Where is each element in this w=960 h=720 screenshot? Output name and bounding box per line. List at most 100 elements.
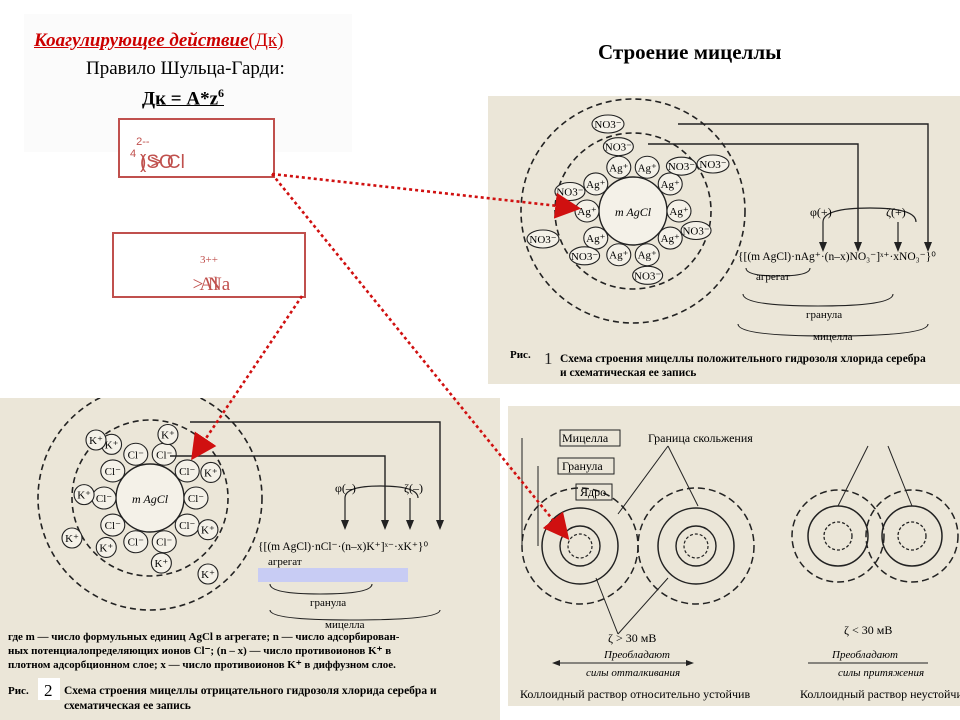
ag-ion-shape	[657, 172, 683, 196]
k-outer-ion: K⁺	[201, 569, 215, 581]
micelle-label: мицелла	[325, 619, 365, 631]
cl-ion: Cl⁻	[179, 466, 195, 478]
k-ion: K⁺	[105, 439, 119, 451]
negative-micelle-diagram: m AgCl Cl⁻Cl⁻Cl⁻Cl⁻Cl⁻Cl⁻Cl⁻Cl⁻Cl⁻Cl⁻ K⁺…	[8, 398, 444, 712]
cl-ion-shape	[100, 459, 126, 483]
unstable-solution-label: Коллоидный раствор неустойчив	[800, 687, 960, 701]
coagulation-formula: Дк = A*z6	[142, 86, 224, 110]
k-outer-ion-shape	[197, 563, 219, 585]
aggregate-label: агрегат	[268, 556, 302, 568]
ag-ion: Ag⁺	[638, 250, 657, 262]
figure-caption-continued: схематическая ее запись	[64, 700, 191, 712]
arrow-to-negative-micelle	[191, 295, 304, 461]
k-ion: K⁺	[154, 558, 168, 570]
cl-ion-shape	[123, 530, 149, 554]
ag-ion-ring: Ag⁺Ag⁺Ag⁺Ag⁺Ag⁺Ag⁺Ag⁺Ag⁺Ag⁺Ag⁺	[574, 155, 692, 267]
phi-plus-label: φ(+)	[810, 205, 832, 219]
aggregate-label: агрегат	[756, 271, 790, 283]
figure-number: 1	[544, 349, 553, 368]
zeta-plus-label: ζ(+)	[886, 205, 906, 219]
no3-outer-ion-shape	[696, 154, 730, 174]
k-ion-group: K⁺K⁺K⁺K⁺K⁺K⁺K⁺K⁺K⁺K⁺	[61, 423, 222, 585]
ag-ion-shape	[583, 226, 609, 250]
coagulation-heading: Коагулирующее действие(Дк)	[34, 30, 284, 51]
cl-ion-shape	[151, 530, 177, 554]
structure-title: Строение мицеллы	[598, 40, 782, 64]
k-ion-shape	[157, 423, 179, 446]
k-outer-ion-shape	[61, 527, 83, 549]
no3-ion: NO3⁻	[571, 251, 598, 263]
figure-caption-prefix: Рис.	[510, 349, 531, 361]
no3-ion: NO3⁻	[668, 161, 695, 173]
no3-ion-shape	[665, 156, 697, 176]
attraction-label: силы притяжения	[838, 667, 924, 679]
no3-outer-ion-shape	[526, 229, 560, 249]
ag-ion: Ag⁺	[669, 206, 688, 218]
no3-outer-ion: NO3⁻	[529, 234, 556, 246]
adsorption-layer-circle	[71, 419, 229, 577]
figure-caption: Схема строения мицеллы отрицательного ги…	[64, 685, 437, 697]
figure-stability-scheme: Мицелла Граница скольжения Гранула Ядро …	[508, 406, 960, 706]
figure-positive-micelle: m AgCl Ag⁺Ag⁺Ag⁺Ag⁺Ag⁺Ag⁺Ag⁺Ag⁺Ag⁺Ag⁺ NO…	[488, 96, 960, 384]
micelle-label: Мицелла	[562, 431, 609, 445]
k-ion: K⁺	[99, 542, 113, 554]
k-ion: K⁺	[161, 429, 175, 441]
aggregate-core-label: m AgCl	[615, 205, 652, 219]
cl-ion: Cl⁻	[105, 520, 121, 532]
dominate-label-left: Преобладают	[603, 649, 670, 661]
k-ion: K⁺	[201, 525, 215, 537]
figure-number: 2	[44, 681, 53, 700]
no3-outer-ion: NO3⁻	[699, 159, 726, 171]
no3-ion-shape	[602, 137, 634, 157]
aggregate-highlight	[258, 568, 408, 582]
zeta-high-label: ζ > 30 мВ	[608, 631, 656, 645]
cl-ion-shape	[183, 486, 209, 510]
repulsion-label: силы отталкивания	[586, 667, 680, 679]
cl-ion: Cl⁻	[179, 520, 195, 532]
figure-negative-micelle: m AgCl Cl⁻Cl⁻Cl⁻Cl⁻Cl⁻Cl⁻Cl⁻Cl⁻Cl⁻Cl⁻ K⁺…	[0, 398, 500, 720]
k-ion-shape	[73, 484, 95, 506]
ag-ion-shape	[606, 155, 632, 179]
ag-ion: Ag⁺	[661, 179, 680, 191]
ag-ion: Ag⁺	[586, 179, 605, 191]
figure-caption: Схема строения мицеллы положительного ги…	[560, 353, 926, 365]
stable-solution-label: Коллоидный раствор относительно устойчив	[520, 687, 750, 701]
cl-ion: Cl⁻	[105, 466, 121, 478]
cl-ion: Cl⁻	[96, 493, 112, 505]
diffuse-layer-circle	[520, 98, 746, 324]
cl-ion-shape	[174, 459, 200, 483]
no3-outer-ion: NO3⁻	[594, 119, 621, 131]
ag-ion-shape	[666, 199, 692, 223]
stable-micelle-right	[637, 487, 755, 605]
ag-ion: Ag⁺	[609, 250, 628, 262]
k-outer-ion: K⁺	[89, 435, 103, 447]
k-ion-shape	[200, 461, 222, 483]
ag-ion-shape	[634, 155, 660, 179]
phi-minus-label: φ(–)	[335, 481, 356, 495]
no3-ion: NO3⁻	[634, 270, 661, 282]
k-ion-shape	[150, 552, 172, 574]
micelle-label: мицелла	[813, 331, 853, 343]
arrow-to-positive-micelle	[271, 172, 582, 219]
figure-caption-continued: и схематическая ее запись	[560, 367, 696, 379]
aggregate-core-label: m AgCl	[132, 492, 169, 506]
cl-ion: Cl⁻	[188, 493, 204, 505]
no3-ion: NO3⁻	[682, 226, 709, 238]
dominate-label-right: Преобладают	[831, 649, 898, 661]
cl-ion: Cl⁻	[156, 537, 172, 549]
ag-ion: Ag⁺	[661, 233, 680, 245]
ag-ion: Ag⁺	[586, 233, 605, 245]
cl-ion: Cl⁻	[156, 449, 172, 461]
note-line-2: ных потенциалопределяющих ионов Cl⁻; (n …	[8, 645, 391, 657]
ag-ion: Ag⁺	[577, 206, 596, 218]
k-ion-shape	[95, 536, 117, 558]
no3-ion-shape	[632, 265, 664, 285]
ag-ion-shape	[634, 243, 660, 267]
ag-ion: Ag⁺	[609, 162, 628, 174]
zeta-minus-label: ζ(–)	[404, 481, 423, 495]
k-outer-ion-shape	[85, 429, 107, 451]
